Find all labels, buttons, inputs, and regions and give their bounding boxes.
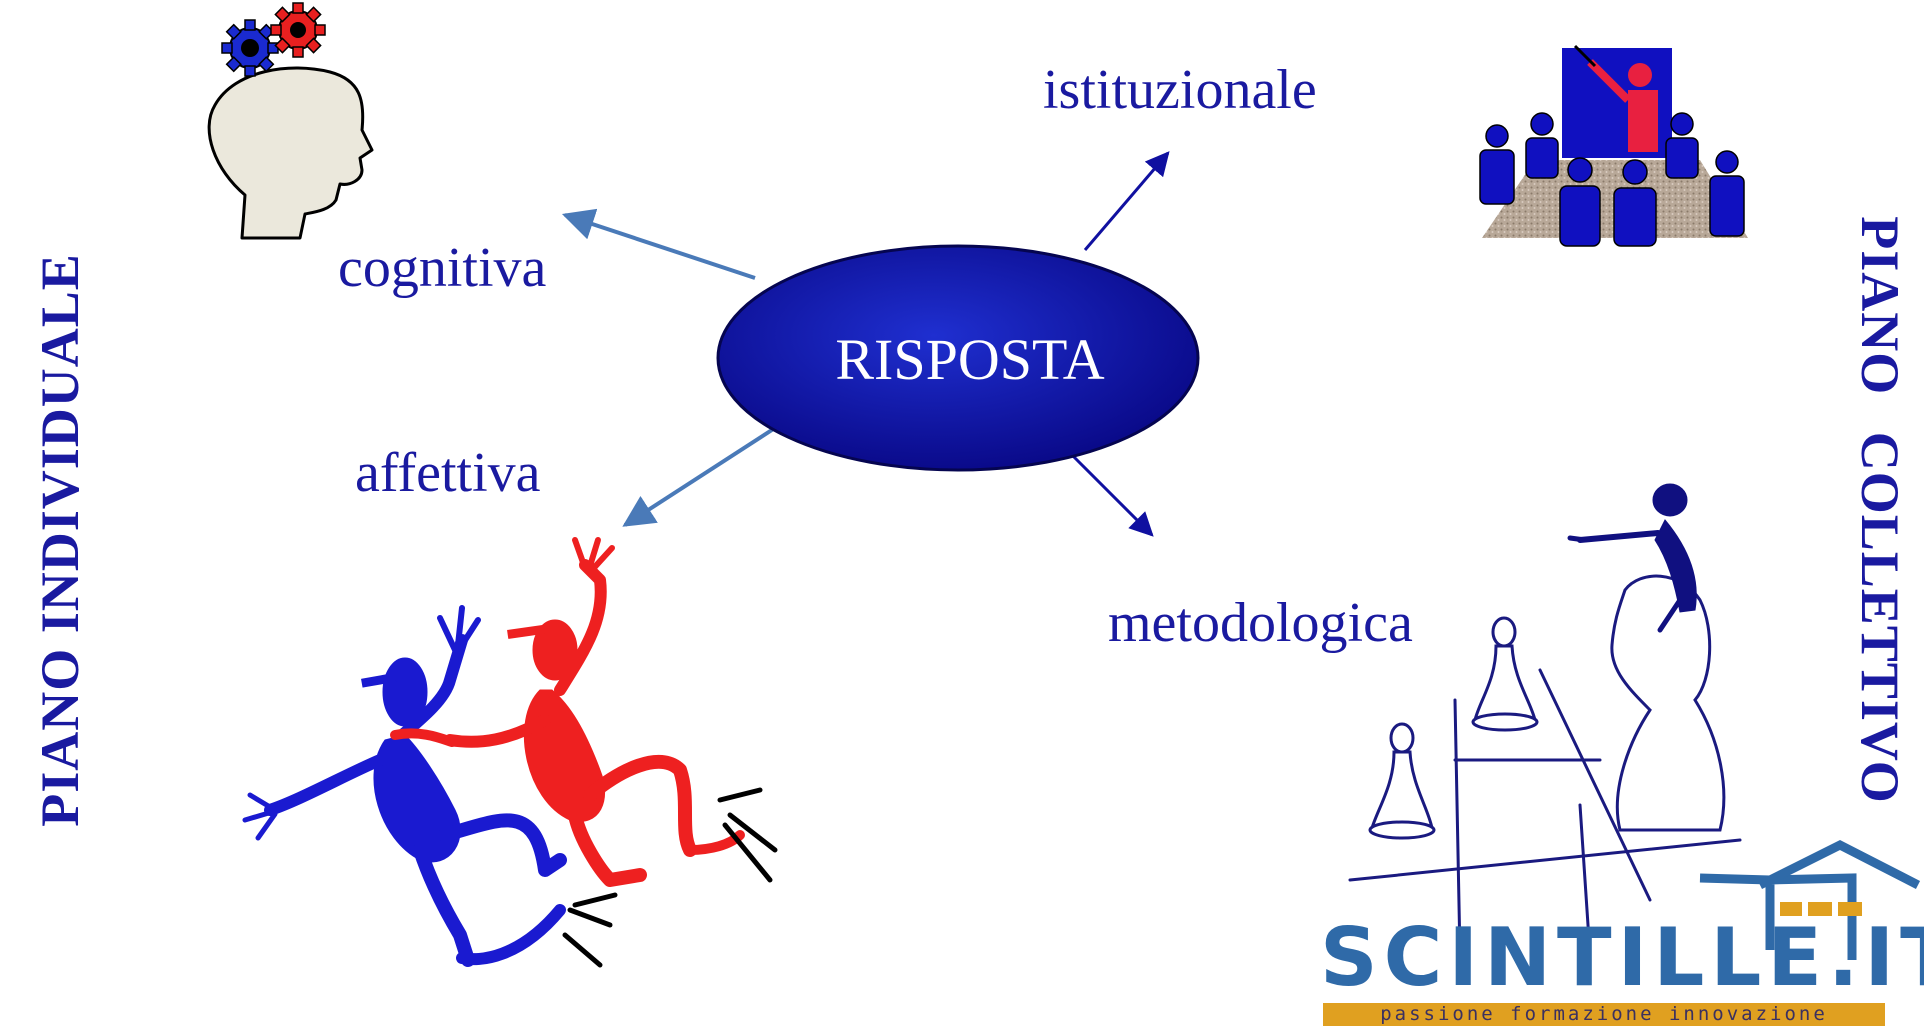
logo-house-icon (1699, 839, 1921, 960)
center-ellipse (716, 244, 1200, 472)
dancing-figures-icon (242, 537, 778, 968)
side-label-left: PIANO INDIVIDUALE (30, 253, 90, 827)
arrow-to-cognitiva (561, 208, 756, 280)
center-label: RISPOSTA (835, 327, 1105, 392)
label-istituzionale: istituzionale (1043, 59, 1317, 121)
label-affettiva: affettiva (355, 442, 541, 504)
head-with-gears-icon (207, 2, 374, 240)
arrow-to-affettiva (622, 413, 797, 527)
classroom-icon (1479, 44, 1748, 247)
arrow-to-istituzionale (1083, 151, 1170, 251)
logo-name: SCINTILLE.IT (1320, 911, 1924, 1004)
chess-scene-icon (1348, 483, 1742, 957)
logo-tagline: passione formazione innovazione (1323, 1003, 1885, 1026)
label-cognitiva: cognitiva (338, 237, 547, 299)
side-label-right: PIANO COLLETTIVO (1850, 216, 1910, 804)
arrow-to-metodologica (1060, 443, 1154, 537)
label-metodologica: metodologica (1108, 592, 1413, 654)
